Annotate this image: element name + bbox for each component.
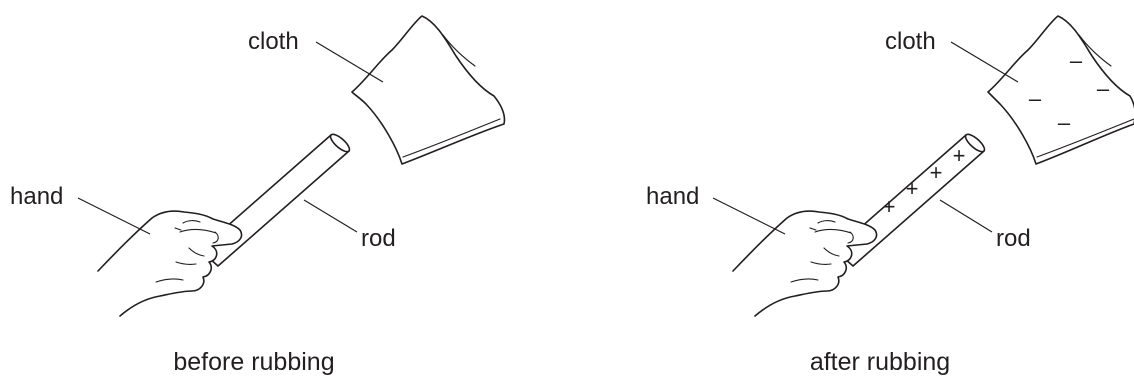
- panel-caption: before rubbing: [173, 348, 334, 376]
- positive-charge: +: [930, 160, 943, 185]
- cloth: [351, 15, 506, 165]
- hand-leader: [77, 197, 151, 235]
- cloth-leader: [950, 41, 1019, 83]
- cloth-charges: – – – –: [1029, 48, 1110, 135]
- hand-label: hand: [646, 183, 699, 210]
- cloth-label: cloth: [885, 28, 936, 55]
- rod-label: rod: [996, 225, 1031, 252]
- positive-charge: +: [883, 194, 896, 219]
- cloth: [987, 15, 1134, 165]
- hand: [732, 210, 878, 317]
- negative-charge: –: [1097, 76, 1110, 101]
- panel-before: cloth hand rod before rubbing: [10, 15, 506, 376]
- panel-after: + + + + – – – – cloth hand rod after rub…: [646, 15, 1134, 376]
- hand-label: hand: [10, 183, 63, 210]
- rod-charges: + + + +: [883, 143, 966, 219]
- rod: [199, 133, 351, 267]
- hand: [97, 210, 243, 317]
- positive-charge: +: [953, 143, 966, 168]
- cloth-label: cloth: [248, 28, 299, 55]
- panel-caption: after rubbing: [810, 348, 950, 376]
- cloth-leader: [315, 41, 384, 83]
- rod-leader: [939, 199, 993, 233]
- negative-charge: –: [1058, 110, 1071, 135]
- rod-leader: [303, 199, 358, 233]
- negative-charge: –: [1070, 48, 1083, 73]
- positive-charge: +: [906, 176, 919, 201]
- rod-label: rod: [361, 225, 396, 252]
- negative-charge: –: [1029, 86, 1042, 111]
- hand-leader: [712, 197, 786, 235]
